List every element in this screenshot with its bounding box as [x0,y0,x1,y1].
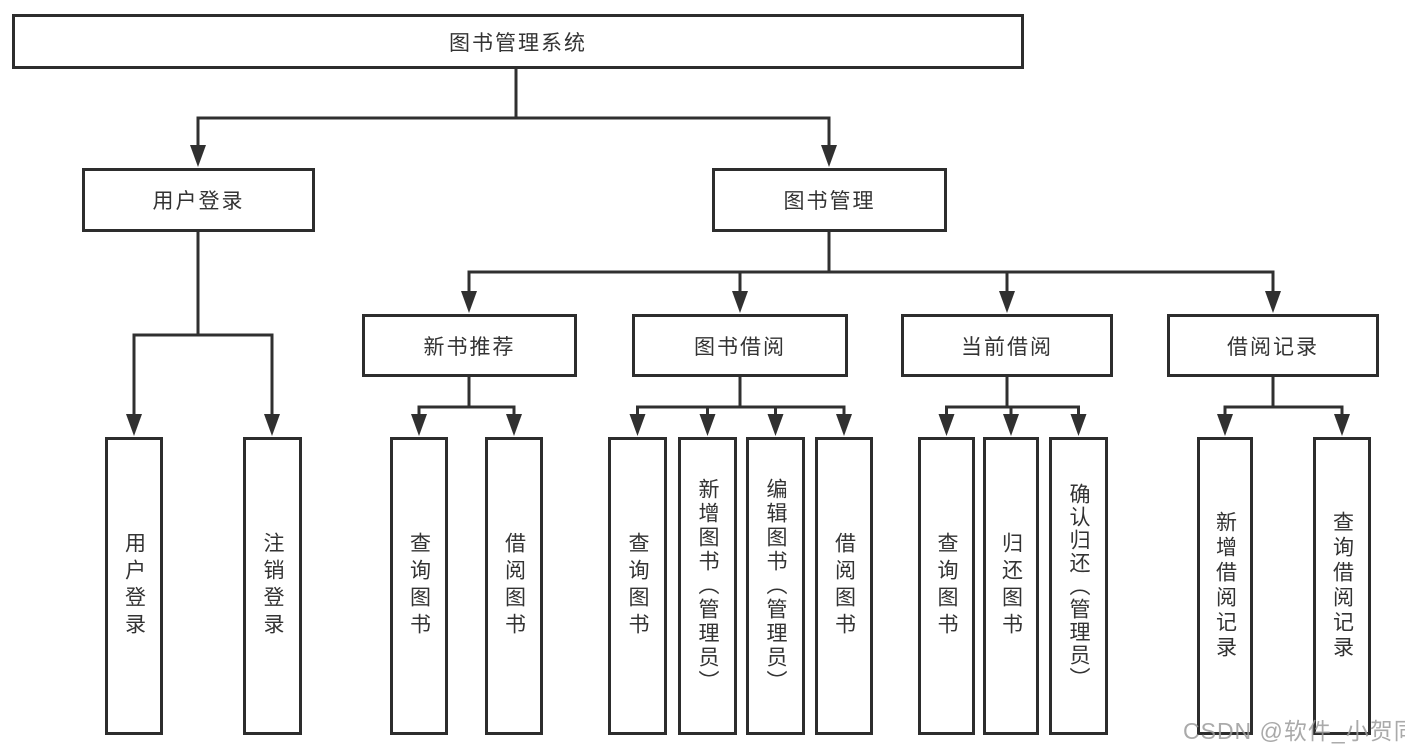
node-borrow-record-label: 借阅记录 [1227,335,1319,359]
node-book-borrow-label: 图书借阅 [694,335,786,359]
leaf-logout: 注销登录 [243,437,302,735]
leaf-add-book-admin-label: 新增图书（管理员） [696,478,719,694]
leaf-borrow-book-1-label: 借阅图书 [502,532,526,640]
node-borrow-record: 借阅记录 [1167,314,1379,377]
node-book-borrow: 图书借阅 [632,314,848,377]
leaf-user-login: 用户登录 [105,437,163,735]
node-current-borrow-label: 当前借阅 [961,335,1053,359]
leaf-return-book: 归还图书 [983,437,1039,735]
node-root-label: 图书管理系统 [449,31,587,55]
leaf-query-book-3-label: 查询图书 [935,532,958,640]
node-user-login-label: 用户登录 [152,190,245,213]
node-book-management: 图书管理 [712,168,947,232]
leaf-query-borrow-record-label: 查询借阅记录 [1330,511,1354,661]
leaf-edit-book-admin: 编辑图书（管理员） [746,437,805,735]
csdn-watermark: CSDN @软件_小贺同学 [1183,718,1405,744]
leaf-logout-label: 注销登录 [261,532,284,640]
leaf-return-book-label: 归还图书 [999,532,1023,640]
leaf-confirm-return-admin: 确认归还（管理员） [1049,437,1108,735]
leaf-borrow-book-1: 借阅图书 [485,437,543,735]
leaf-borrow-book-2: 借阅图书 [815,437,873,735]
leaf-query-book-1: 查询图书 [390,437,448,735]
leaf-query-borrow-record: 查询借阅记录 [1313,437,1371,735]
leaf-add-borrow-record: 新增借阅记录 [1197,437,1253,735]
leaf-user-login-label: 用户登录 [122,532,146,640]
leaf-edit-book-admin-label: 编辑图书（管理员） [764,478,787,694]
node-current-borrow: 当前借阅 [901,314,1113,377]
leaf-query-book-2: 查询图书 [608,437,667,735]
leaf-query-book-1-label: 查询图书 [407,532,431,640]
node-user-login: 用户登录 [82,168,315,232]
leaf-borrow-book-2-label: 借阅图书 [832,532,856,640]
node-book-management-label: 图书管理 [783,190,876,213]
leaf-confirm-return-admin-label: 确认归还（管理员） [1067,482,1090,690]
node-root-system: 图书管理系统 [12,14,1024,69]
node-new-book-recommend-label: 新书推荐 [423,335,516,359]
leaf-add-borrow-record-label: 新增借阅记录 [1213,511,1237,661]
leaf-query-book-3: 查询图书 [918,437,975,735]
leaf-add-book-admin: 新增图书（管理员） [678,437,737,735]
arrowheads [126,145,1350,436]
node-new-book-recommend: 新书推荐 [362,314,577,377]
leaf-query-book-2-label: 查询图书 [626,532,649,640]
